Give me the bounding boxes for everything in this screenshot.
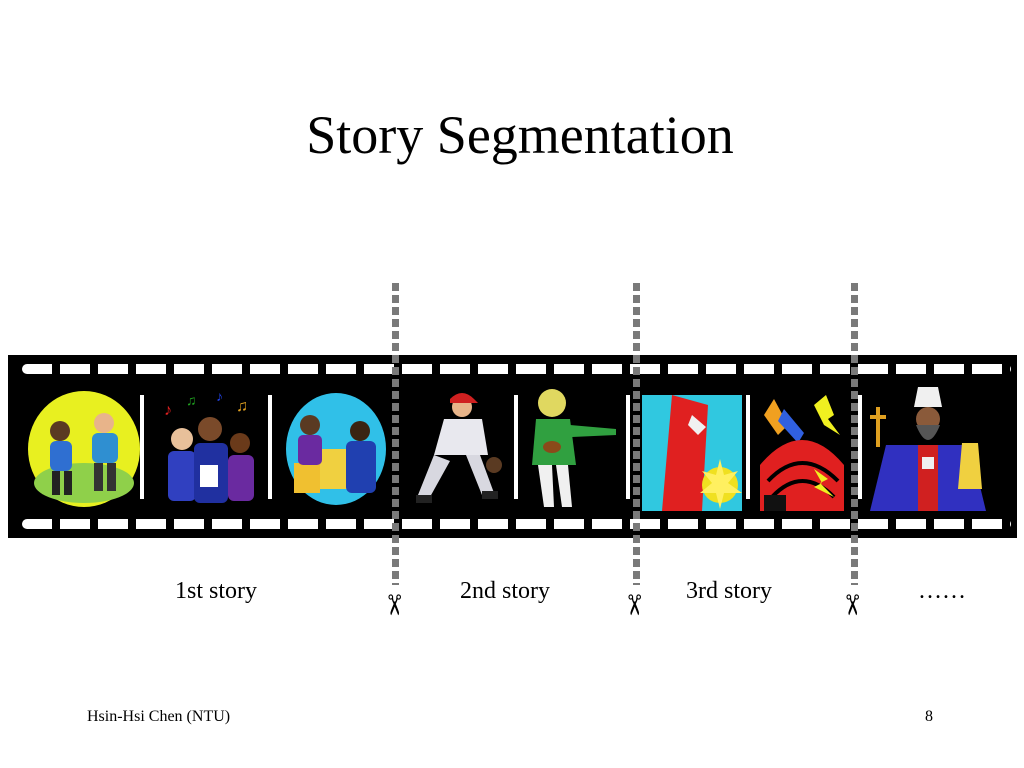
scissors-icon: ✂ [835,593,869,617]
film-sprockets-bottom [22,519,1011,529]
cut-line [392,283,399,585]
film-sprockets-top [22,364,1011,374]
cut-line [851,283,858,585]
svg-text:♪: ♪ [164,402,172,419]
svg-text:♪: ♪ [216,390,223,405]
frame-divider [746,395,750,499]
page-number: 8 [925,708,933,725]
frame-divider [514,395,518,499]
baseball-player-icon [404,385,508,511]
story-label-3: 3rd story [686,578,772,604]
frame-divider [626,395,630,499]
priest-icon [866,385,996,511]
film-strip: ♪ ♫ ♪ ♫ [8,355,1017,538]
scissors-icon: ✂ [377,593,411,617]
storm-lightning-icon [754,385,852,511]
people-listening-music-icon [26,385,146,511]
frame-divider [858,395,862,499]
svg-text:♫: ♫ [236,398,248,415]
story-label-more: …… [918,578,966,604]
abstract-face-sun-icon [642,385,742,511]
frame-divider [268,395,272,499]
frame-divider [140,395,144,499]
cut-line [633,283,640,585]
svg-text:♫: ♫ [186,394,197,409]
story-label-2: 2nd story [460,578,550,604]
business-meeting-icon [284,385,388,511]
scissors-icon: ✂ [617,593,651,617]
footer-author: Hsin-Hsi Chen (NTU) [87,708,231,725]
story-label-1: 1st story [175,578,258,604]
football-player-icon [522,385,620,511]
slide-title: Story Segmentation [306,105,734,165]
singers-icon: ♪ ♫ ♪ ♫ [156,385,264,511]
